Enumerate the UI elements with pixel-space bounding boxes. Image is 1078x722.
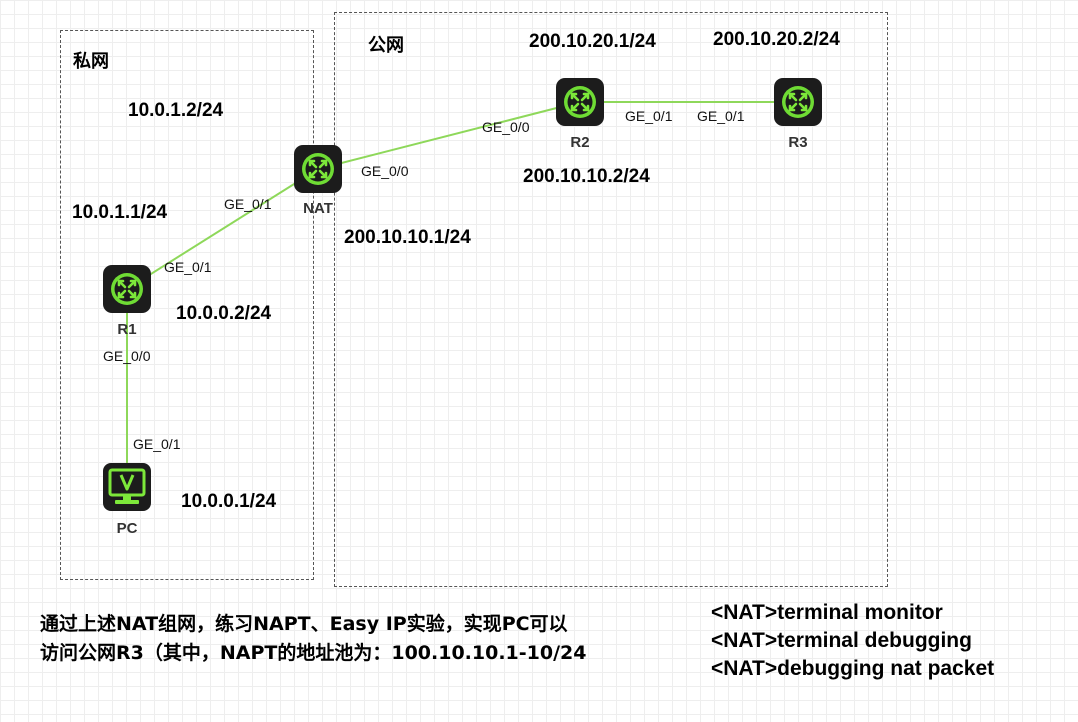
link-r1-nat <box>126 168 319 290</box>
command-line: <NAT>terminal monitor <box>711 601 943 624</box>
ip-nat-ge01: 10.0.1.2/24 <box>128 100 224 121</box>
ip-r1-ge01: 10.0.1.1/24 <box>72 202 168 223</box>
nat-router-icon[interactable] <box>293 144 343 194</box>
r2-router-name: R2 <box>570 134 590 151</box>
ip-r1-ge00: 10.0.0.2/24 <box>176 303 272 324</box>
r3-router-name: R3 <box>788 134 808 151</box>
ip-r2-ge01: 200.10.20.1/24 <box>529 31 656 52</box>
ip-r3-ge01: 200.10.20.2/24 <box>713 29 840 50</box>
pc-monitor-icon[interactable] <box>102 462 152 512</box>
command-line: <NAT>debugging nat packet <box>711 657 995 680</box>
port-r1-ge00: GE_0/0 <box>103 348 151 364</box>
port-r1-ge01: GE_0/1 <box>164 259 212 275</box>
port-nat-ge01: GE_0/1 <box>224 196 272 212</box>
r1-router-icon[interactable] <box>102 264 152 314</box>
port-r3-ge01: GE_0/1 <box>697 108 745 124</box>
port-nat-ge00: GE_0/0 <box>361 163 409 179</box>
private-network-zone <box>60 30 314 580</box>
command-line: <NAT>terminal debugging <box>711 629 972 652</box>
lab-description-line2: 访问公网R3（其中，NAPT的地址池为：100.10.10.1-10/24 <box>40 642 587 664</box>
port-r2-ge00: GE_0/0 <box>482 119 530 135</box>
r1-router-name: R1 <box>117 321 137 338</box>
public-network-label: 公网 <box>368 35 404 56</box>
lab-description: 通过上述NAT组网，练习NAPT、Easy IP实验，实现PC可以 访问公网R3… <box>40 610 586 668</box>
lab-description-line1: 通过上述NAT组网，练习NAPT、Easy IP实验，实现PC可以 <box>40 613 568 635</box>
private-network-label: 私网 <box>73 51 109 72</box>
port-pc-ge01: GE_0/1 <box>133 436 181 452</box>
link-nat-r2 <box>317 101 581 170</box>
public-network-zone <box>334 12 888 587</box>
nat-router-name: NAT <box>303 200 333 217</box>
ip-pc-ge01: 10.0.0.1/24 <box>181 491 277 512</box>
port-r2-ge01: GE_0/1 <box>625 108 673 124</box>
debug-commands: <NAT>terminal monitor <NAT>terminal debu… <box>711 599 994 683</box>
pc-name: PC <box>116 520 138 537</box>
ip-r2-ge00: 200.10.10.2/24 <box>523 166 650 187</box>
ip-nat-ge00: 200.10.10.1/24 <box>344 227 471 248</box>
r2-router-icon[interactable] <box>555 77 605 127</box>
r3-router-icon[interactable] <box>773 77 823 127</box>
